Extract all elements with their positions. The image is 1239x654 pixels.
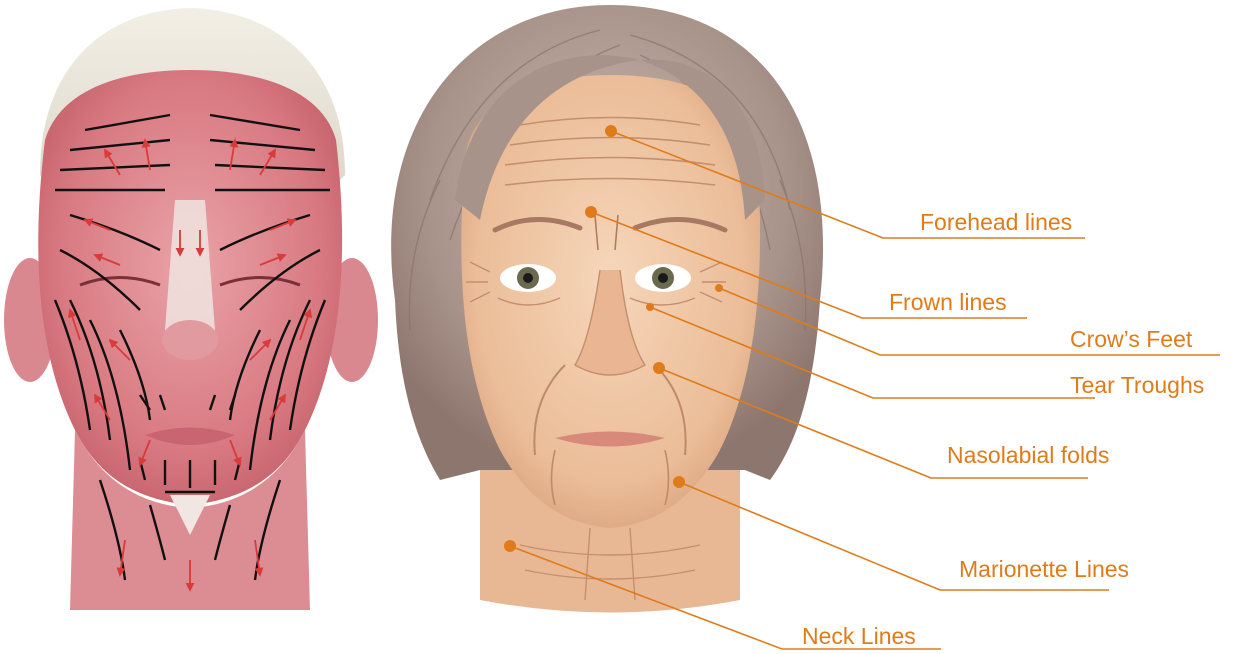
label-tear-troughs: Tear Troughs (1070, 372, 1204, 398)
muscle-nose-tip (162, 320, 218, 360)
label-marionette-lines: Marionette Lines (959, 556, 1129, 582)
dot-forehead (605, 125, 617, 137)
label-nasolabial-folds: Nasolabial folds (947, 442, 1109, 468)
dot-nasolabial (653, 362, 665, 374)
woman-portrait (391, 5, 823, 613)
dot-frown (585, 206, 597, 218)
dot-crows-feet (715, 284, 723, 292)
dot-marionette (673, 476, 685, 488)
dot-tear-troughs (646, 303, 654, 311)
label-frown-lines: Frown lines (889, 289, 1007, 315)
label-crows-feet: Crow’s Feet (1070, 326, 1192, 352)
left-pupil (523, 273, 533, 283)
label-neck-lines: Neck Lines (802, 623, 916, 649)
muscle-head-illustration (4, 8, 378, 610)
dot-neck (504, 540, 516, 552)
right-pupil (658, 273, 668, 283)
label-forehead-lines: Forehead lines (920, 209, 1072, 235)
